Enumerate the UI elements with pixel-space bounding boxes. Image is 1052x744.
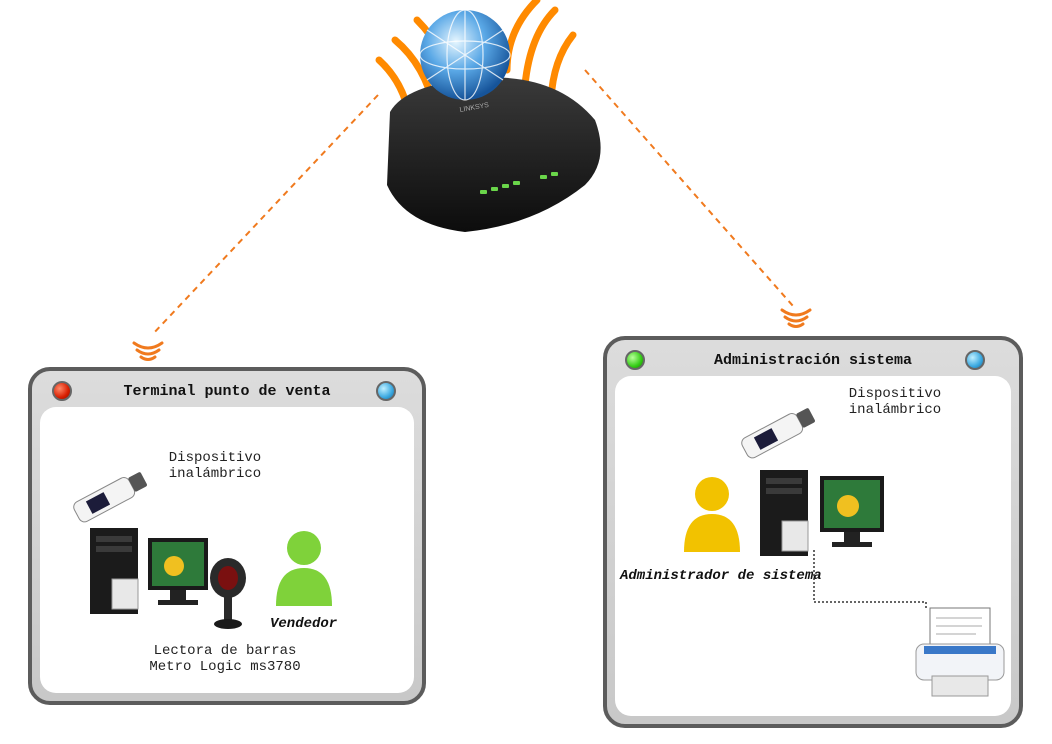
router-leds xyxy=(480,172,558,194)
scanner-label: Lectora de barras Metro Logic ms3780 xyxy=(149,643,301,675)
admin-user-icon xyxy=(684,477,740,552)
status-dot-blue xyxy=(965,350,985,370)
signal-arcs-terminal xyxy=(132,341,164,361)
status-dot-red xyxy=(52,381,72,401)
vendor-user-icon xyxy=(276,531,332,606)
barcode-scanner-icon xyxy=(210,558,246,629)
wireless-router: LINKSYS xyxy=(375,0,601,232)
terminal-device-label: Dispositivo inalámbrico xyxy=(168,450,262,482)
status-dot-green xyxy=(625,350,645,370)
signal-arcs-admin xyxy=(780,308,812,328)
link-router-to-terminal xyxy=(151,94,379,336)
desktop-computer-icon xyxy=(90,528,208,614)
vendor-label: Vendedor xyxy=(270,616,338,632)
printer-cable xyxy=(813,550,927,608)
desktop-computer-icon xyxy=(760,470,884,556)
usb-wifi-dongle-icon xyxy=(741,408,815,459)
terminal-panel-title: Terminal punto de venta xyxy=(123,383,331,400)
admin-device-label: Dispositivo inalámbrico xyxy=(848,386,942,418)
usb-wifi-dongle-icon xyxy=(73,472,147,523)
printer-icon xyxy=(915,607,1005,697)
admin-label: Administrador de sistema xyxy=(620,568,822,584)
router-body xyxy=(387,77,601,232)
admin-panel-title: Administración sistema xyxy=(713,352,913,369)
link-router-to-admin xyxy=(584,69,794,307)
status-dot-blue xyxy=(376,381,396,401)
